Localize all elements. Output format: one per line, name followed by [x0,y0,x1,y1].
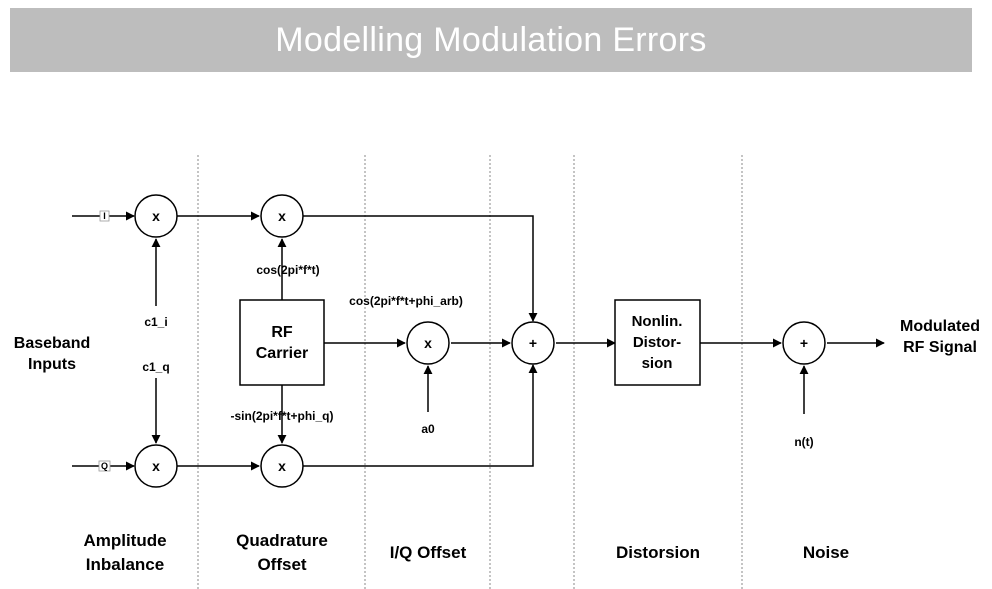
i-tag: I [103,211,106,221]
mult-symbol-5: x [424,335,432,351]
q-tag: Q [101,461,108,471]
section-amplitude-1: Amplitude [83,531,166,550]
c1-q-label: c1_q [142,360,169,374]
multiplier-q-quadrature [260,444,304,488]
adder-main [511,321,555,365]
section-amplitude-2: Inbalance [86,555,164,574]
section-distorsion: Distorsion [616,543,700,562]
add-symbol-1: + [529,335,537,351]
mult-symbol-1: x [152,208,160,224]
mult-symbol-4: x [278,458,286,474]
q-to-adder-line [302,364,538,467]
section-iq-offset: I/Q Offset [390,543,467,562]
mult-symbol-3: x [152,458,160,474]
sin-carrier-label: -sin(2pi*f*t+phi_q) [230,409,333,423]
cos-arb-label: cos(2pi*f*t+phi_arb) [349,294,463,308]
c1-i-label: c1_i [144,315,167,329]
nonlin-block [614,299,701,386]
title-bar: Modelling Modulation Errors [10,8,972,72]
i-tag-box [99,210,110,222]
nonlin-label-2: Distor- [633,334,681,351]
page-title: Modelling Modulation Errors [275,20,707,59]
output-label-1: Modulated [900,318,980,335]
output-label-2: RF Signal [903,339,977,356]
baseband-label-1: Baseband [14,335,90,352]
noise-label: n(t) [794,435,813,449]
i-to-adder-line [302,215,538,322]
nonlin-label-1: Nonlin. [632,313,683,330]
add-symbol-2: + [800,335,808,351]
a0-label: a0 [421,422,435,436]
cos-carrier-label: cos(2pi*f*t) [256,263,319,277]
baseband-label-2: Inputs [28,356,76,373]
multiplier-i-quadrature [260,194,304,238]
mult-symbol-2: x [278,208,286,224]
rf-carrier-label-2: Carrier [256,345,308,362]
multiplier-offset [406,321,450,365]
multiplier-i-amplitude [134,194,178,238]
nonlin-label-3: sion [642,355,673,372]
section-quadrature-2: Offset [257,555,306,574]
q-tag-box [98,460,111,472]
rf-carrier-block [239,299,325,386]
rf-carrier-label-1: RF [271,324,293,341]
multiplier-q-amplitude [134,444,178,488]
section-noise: Noise [803,543,849,562]
section-quadrature-1: Quadrature [236,531,328,550]
adder-noise [782,321,826,365]
